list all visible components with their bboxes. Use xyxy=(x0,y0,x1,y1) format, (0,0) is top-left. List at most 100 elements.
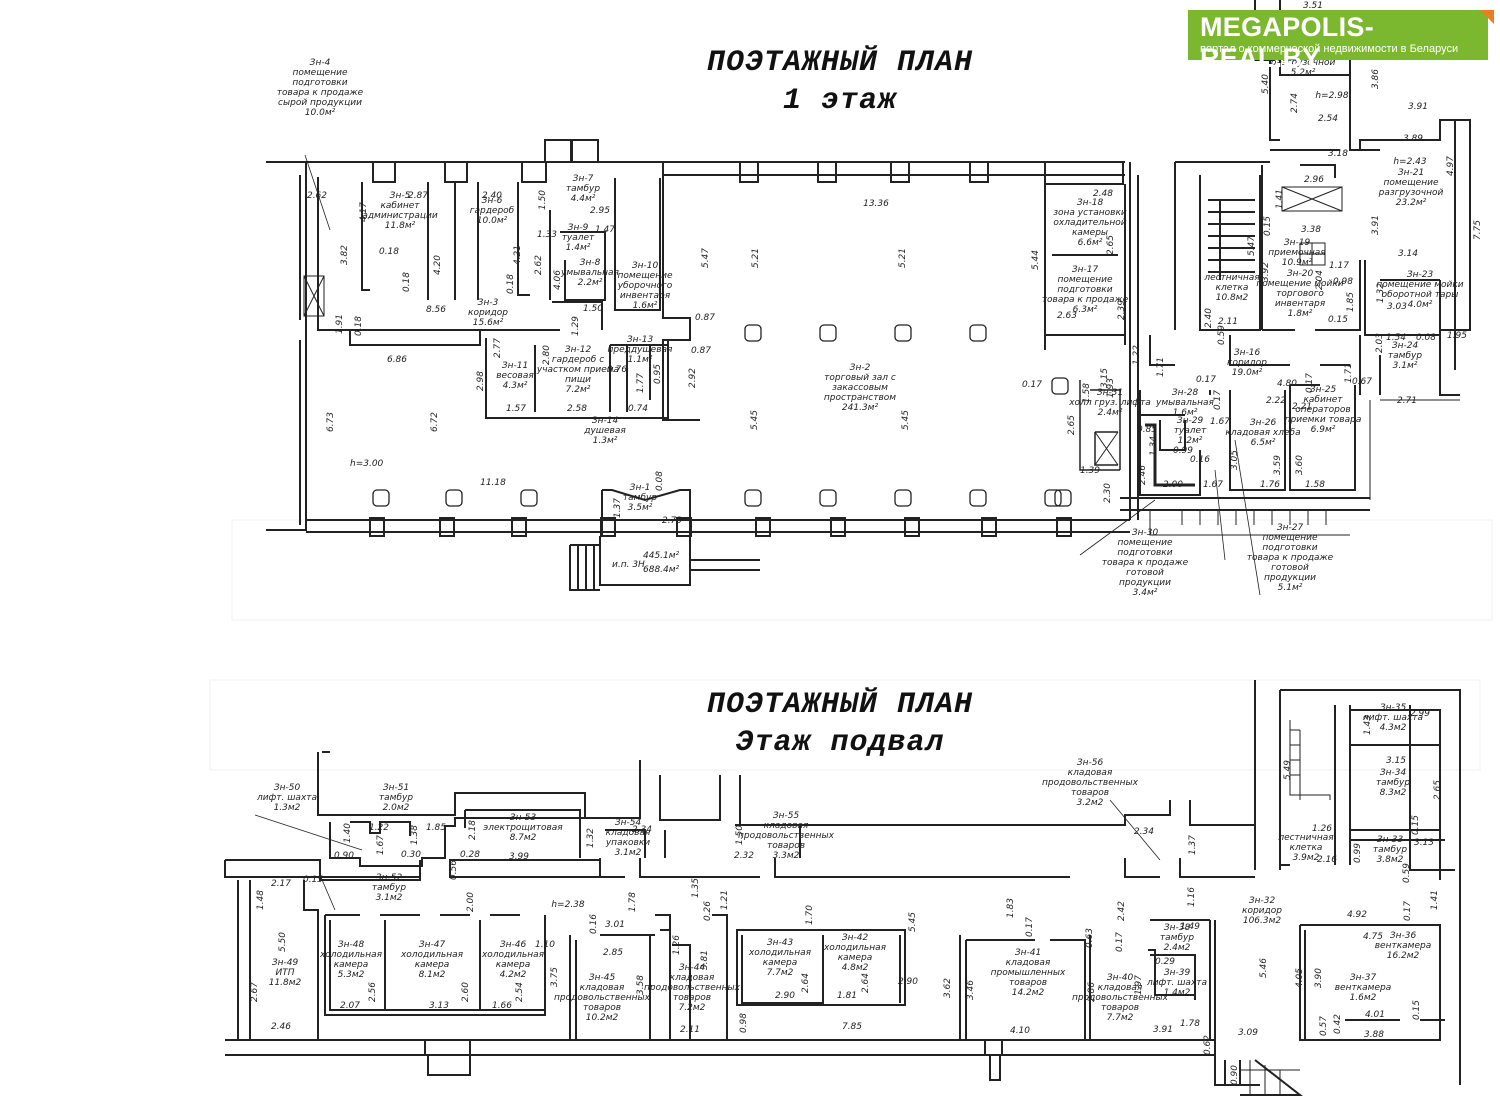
dimension-label: 3.13 xyxy=(429,1001,449,1011)
dimension-label: 6.86 xyxy=(387,355,407,365)
dimension-label: 4.01 xyxy=(1365,1010,1385,1020)
dimension-label: 2.18 xyxy=(468,820,478,840)
ceiling-height-main: h=3.00 xyxy=(350,459,384,469)
dimension-label: 2.85 xyxy=(603,948,623,958)
dimension-label: 11.18 xyxy=(480,478,506,488)
dimension-label: 0.18 xyxy=(379,247,399,257)
dimension-label: 3.81 xyxy=(700,950,710,970)
dimension-label: 0.30 xyxy=(401,850,421,860)
dimension-label: 1.10 xyxy=(535,940,555,950)
dimension-label: 2.22 xyxy=(1266,396,1286,406)
dimension-label: h=2.38 xyxy=(551,900,585,910)
dimension-label: 0.57 xyxy=(1319,1016,1329,1036)
dimension-label: 2.65 xyxy=(1106,235,1116,255)
dimension-label: 3.62 xyxy=(943,978,953,998)
dimension-label: 2.60 xyxy=(461,982,471,1002)
dimension-label: 2.32 xyxy=(734,851,754,861)
dimension-label: 5.45 xyxy=(908,912,918,932)
dimension-label: 2.90 xyxy=(898,977,918,987)
dimension-label: 0.17 xyxy=(1022,380,1042,390)
dimension-label: 1.47 xyxy=(595,225,615,235)
dimension-label: 1.26 xyxy=(1312,824,1332,834)
floor1-walls xyxy=(266,0,1471,596)
dimension-label: 0.18 xyxy=(354,316,364,336)
floor1-columns xyxy=(372,324,1072,507)
dimension-label: 2.11 xyxy=(1218,317,1238,327)
dimension-label: 1.70 xyxy=(805,905,815,925)
dimension-label: 2.98 xyxy=(476,371,486,391)
dimension-label: 7.75 xyxy=(1473,220,1483,240)
dimension-label: 4.75 xyxy=(1363,932,1383,942)
dimension-label: 0.28 xyxy=(460,850,480,860)
dimension-label: 0.26 xyxy=(703,901,713,921)
dimension-label: 3.09 xyxy=(1238,1028,1258,1038)
dimension-label: 1.34 xyxy=(1149,436,1159,456)
dimension-label: 4.97 xyxy=(1446,156,1456,176)
dimension-label: 2.30 xyxy=(1103,483,1113,503)
dimension-label: 1.71 xyxy=(1344,363,1354,383)
dimension-label: 1.83 xyxy=(1006,898,1016,918)
dimension-label: 3.46 xyxy=(966,980,976,1000)
dimension-label: 1.78 xyxy=(1180,1019,1200,1029)
dimension-label: 3.51 xyxy=(1303,1,1323,11)
dimension-label: 1.78 xyxy=(628,892,638,912)
dimension-label: 3.91 xyxy=(1408,102,1428,112)
dimension-label: 2.86 xyxy=(1087,982,1097,1002)
dimension-label: 2.42 xyxy=(1117,901,1127,921)
dimension-label: 2.34 xyxy=(1134,827,1154,837)
dimension-label: 0.98 xyxy=(739,1013,749,1033)
dimension-label: 0.59 xyxy=(1402,863,1412,883)
dimension-label: 5.44 xyxy=(1031,250,1041,270)
dimension-label: 1.22 xyxy=(369,823,389,833)
dimension-label: 6.73 xyxy=(326,412,336,432)
megapolis-banner-link[interactable]: MEGAPOLIS-REAL.BY портал о коммерческой … xyxy=(1188,10,1494,73)
dimension-label: 0.29 xyxy=(1155,957,1175,967)
dimension-label: 2.74 xyxy=(1290,93,1300,113)
totals-area-2: 688.4м² xyxy=(643,565,680,575)
dimension-label: 1.37 xyxy=(613,498,623,518)
dimension-label: 2.92 xyxy=(688,368,698,388)
dimension-label: 5.45 xyxy=(750,410,760,430)
dimension-label: 0.17 xyxy=(1213,390,1223,410)
dimension-label: 0.67 xyxy=(1352,377,1372,387)
dimension-label: 2.58 xyxy=(567,404,587,414)
dimension-label: 2.48 xyxy=(1093,189,1113,199)
dimension-label: 2.90 xyxy=(775,991,795,1001)
dimension-label: 0.15 xyxy=(303,875,323,885)
banner-tagline: портал о коммерческой недвижимости в Бел… xyxy=(1200,43,1459,55)
dimension-label: 3.92 xyxy=(1261,262,1271,282)
dimension-label: 3.99 xyxy=(509,852,529,862)
dimension-label: 3.59 xyxy=(1273,455,1283,475)
dimension-label: 0.08 xyxy=(1416,333,1436,343)
dimension-label: 1.39 xyxy=(1080,466,1100,476)
dimension-label: 2.96 xyxy=(1304,175,1324,185)
dimension-label: 3.15 xyxy=(1386,756,1406,766)
dimension-label: 3.38 xyxy=(1301,225,1321,235)
dimension-label: 1.41 xyxy=(1430,890,1440,910)
dimension-label: 0.08 xyxy=(655,471,665,491)
dimension-label: 1.40 xyxy=(343,823,353,843)
dimension-label: 5.40 xyxy=(1261,74,1271,94)
dimension-label: 1.50 xyxy=(735,825,745,845)
dimension-label: 0.59 xyxy=(1217,325,1227,345)
dimension-label: 3.91 xyxy=(1153,1025,1173,1035)
